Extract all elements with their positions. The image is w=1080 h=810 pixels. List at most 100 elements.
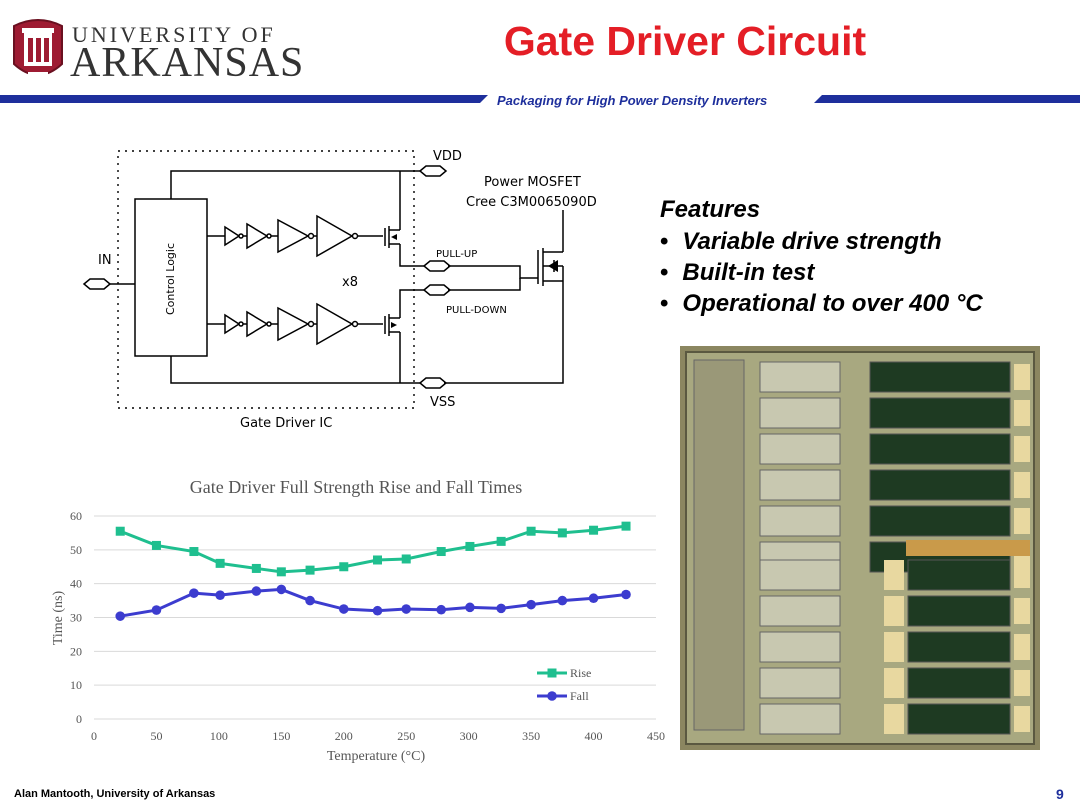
legend-marker-rise (547, 668, 557, 678)
die-power-stage (907, 703, 1011, 735)
pull-down-label: PULL-DOWN (446, 305, 507, 316)
die-power-stage (907, 595, 1011, 627)
die-cell (759, 433, 841, 465)
chart-ytick-label: 40 (70, 577, 82, 591)
fall-point (465, 602, 475, 613)
die-cell (759, 631, 841, 663)
chart-xlabel: Temperature (°C) (327, 749, 426, 764)
fall-point (526, 599, 536, 610)
die-power-stage (869, 433, 1011, 465)
chart-xtick-label: 150 (272, 729, 290, 743)
die-cell (759, 559, 841, 591)
in-label: IN (98, 253, 112, 268)
fall-point (338, 604, 349, 614)
pull-up-buffer-chain (207, 214, 383, 258)
fall-point (621, 589, 631, 600)
pull-up-pin (422, 260, 452, 272)
die-cell (759, 595, 841, 627)
die-cell (759, 469, 841, 501)
chart-ytick-label: 60 (70, 509, 82, 523)
ic-boundary (117, 150, 415, 409)
mosfet-label-1: Power MOSFET (484, 175, 581, 190)
rise-point (115, 526, 125, 536)
control-logic-label: Control Logic (164, 243, 177, 315)
rise-point (557, 528, 567, 538)
rise-point (436, 547, 446, 557)
die-power-stage (907, 631, 1011, 663)
gate-driver-schematic: VDD VSS IN Control Logic x8 PULL-UP PULL… (82, 149, 597, 431)
university-logo (10, 14, 290, 88)
die-pad (884, 596, 904, 626)
die-cell (759, 361, 841, 393)
die-pad (884, 560, 904, 590)
rise-point (276, 567, 286, 577)
chart-ytick-label: 20 (70, 644, 82, 658)
fall-point (496, 603, 506, 614)
fall-point (372, 605, 383, 616)
fall-point (115, 611, 126, 621)
chart-xtick-label: 400 (585, 729, 603, 743)
features-block: Features Variable drive strength Built-i… (660, 196, 983, 321)
chip-die-photo (680, 346, 1040, 750)
die-cell (759, 667, 841, 699)
chart-ytick-label: 30 (70, 611, 82, 625)
pull-down-buffer-chain (207, 302, 383, 346)
die-cell (759, 703, 841, 735)
chart-ytick-label: 0 (76, 712, 82, 726)
chart-title: Gate Driver Full Strength Rise and Fall … (190, 477, 523, 497)
die-pad (1014, 472, 1030, 498)
rise-point (401, 554, 411, 564)
die-pad (1014, 562, 1030, 588)
die-pad (884, 632, 904, 662)
chart-xtick-label: 100 (210, 729, 228, 743)
page-number: 9 (1056, 786, 1064, 802)
rise-point (339, 562, 349, 572)
feature-item: Variable drive strength (660, 228, 983, 256)
old-main-icon (13, 19, 63, 78)
fall-point (151, 605, 162, 615)
chart-ylabel: Time (ns) (51, 591, 66, 646)
die-power-stage (907, 667, 1011, 699)
fall-point (588, 593, 599, 604)
feature-item: Operational to over 400 °C (660, 290, 982, 318)
rise-point (151, 540, 161, 550)
vdd-label: VDD (433, 149, 462, 164)
mosfet-label-2: Cree C3M0065090D (466, 195, 597, 210)
series-fall (115, 584, 631, 621)
fall-point (557, 595, 568, 606)
rise-point (372, 555, 382, 565)
feature-item: Built-in test (660, 259, 983, 287)
rise-point (496, 536, 506, 546)
chart-xtick-label: 300 (460, 729, 478, 743)
fall-point (305, 595, 315, 606)
multiplier-label: x8 (342, 275, 358, 290)
die-pad (1014, 400, 1030, 426)
rise-point (526, 526, 536, 536)
die-power-stage (869, 397, 1011, 429)
die-power-stage (869, 505, 1011, 537)
rise-point (589, 525, 599, 535)
rise-point (189, 547, 199, 557)
rise-point (215, 558, 225, 568)
features-list: Variable drive strength Built-in test Op… (660, 228, 983, 318)
rise-point (305, 565, 315, 575)
die-pad (1014, 706, 1030, 732)
page-subtitle: Packaging for High Power Density Inverte… (497, 93, 768, 108)
pull-up-label: PULL-UP (436, 249, 477, 260)
power-mosfet (444, 210, 564, 384)
page-title: Gate Driver Circuit (503, 18, 867, 64)
die-pad (1014, 364, 1030, 390)
legend-label: Fall (570, 689, 589, 703)
rise-point (621, 521, 631, 531)
chart-xtick-label: 0 (91, 729, 97, 743)
fall-point (401, 604, 412, 614)
series-rise (115, 521, 631, 577)
rise-point (465, 541, 475, 551)
fall-point (215, 590, 225, 600)
die-bus (906, 540, 1030, 556)
chart-ytick-label: 10 (70, 678, 82, 692)
legend-marker-fall (547, 691, 557, 701)
fall-point (436, 604, 446, 615)
logo-university-text: UNIVERSITY OF (72, 22, 276, 47)
die-pad (1014, 598, 1030, 624)
